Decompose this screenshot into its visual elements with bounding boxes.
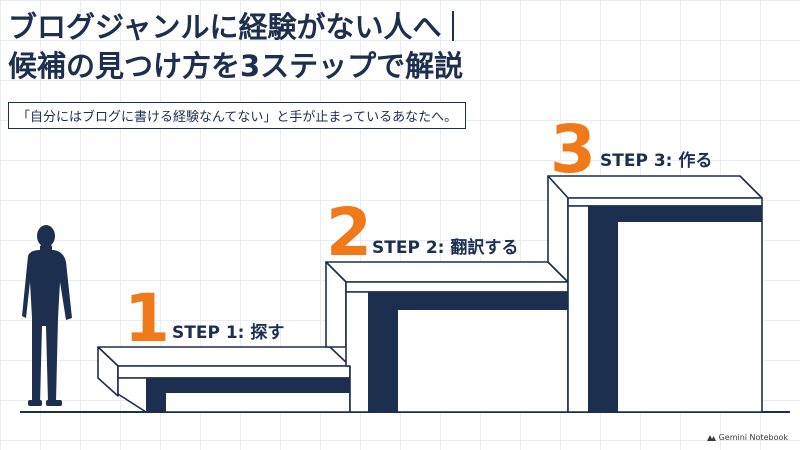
step-2-number: 2: [326, 194, 372, 271]
branding: Gemini Notebook: [706, 433, 788, 442]
gemini-notebook-logo-icon: [706, 434, 716, 441]
text-cursor: [451, 11, 454, 41]
step-1-shadow: [146, 378, 350, 412]
step-2-shadow: [368, 292, 568, 412]
title-line-1: ブログジャンルに経験がない人へ: [8, 10, 442, 44]
subtitle-box: 「自分にはブログに書ける経験なんてない」と手が止まっているあなたへ。: [8, 102, 467, 129]
step-1-number: 1: [124, 280, 170, 357]
page-title: ブログジャンルに経験がない人へ 候補の見つけ方を3ステップで解説: [8, 8, 463, 86]
step-3-number: 3: [550, 111, 596, 188]
step-3-label: STEP 3: 作る: [600, 151, 713, 171]
person-silhouette: [22, 225, 72, 406]
title-line-2: 候補の見つけ方を3ステップで解説: [8, 49, 464, 83]
step-2-block: [325, 261, 569, 413]
step-2-label: STEP 2: 翻訳する: [372, 238, 519, 258]
branding-name: Gemini Notebook: [718, 433, 788, 442]
step-3-shadow: [588, 206, 762, 412]
step-1-label: STEP 1: 探す: [172, 323, 285, 343]
